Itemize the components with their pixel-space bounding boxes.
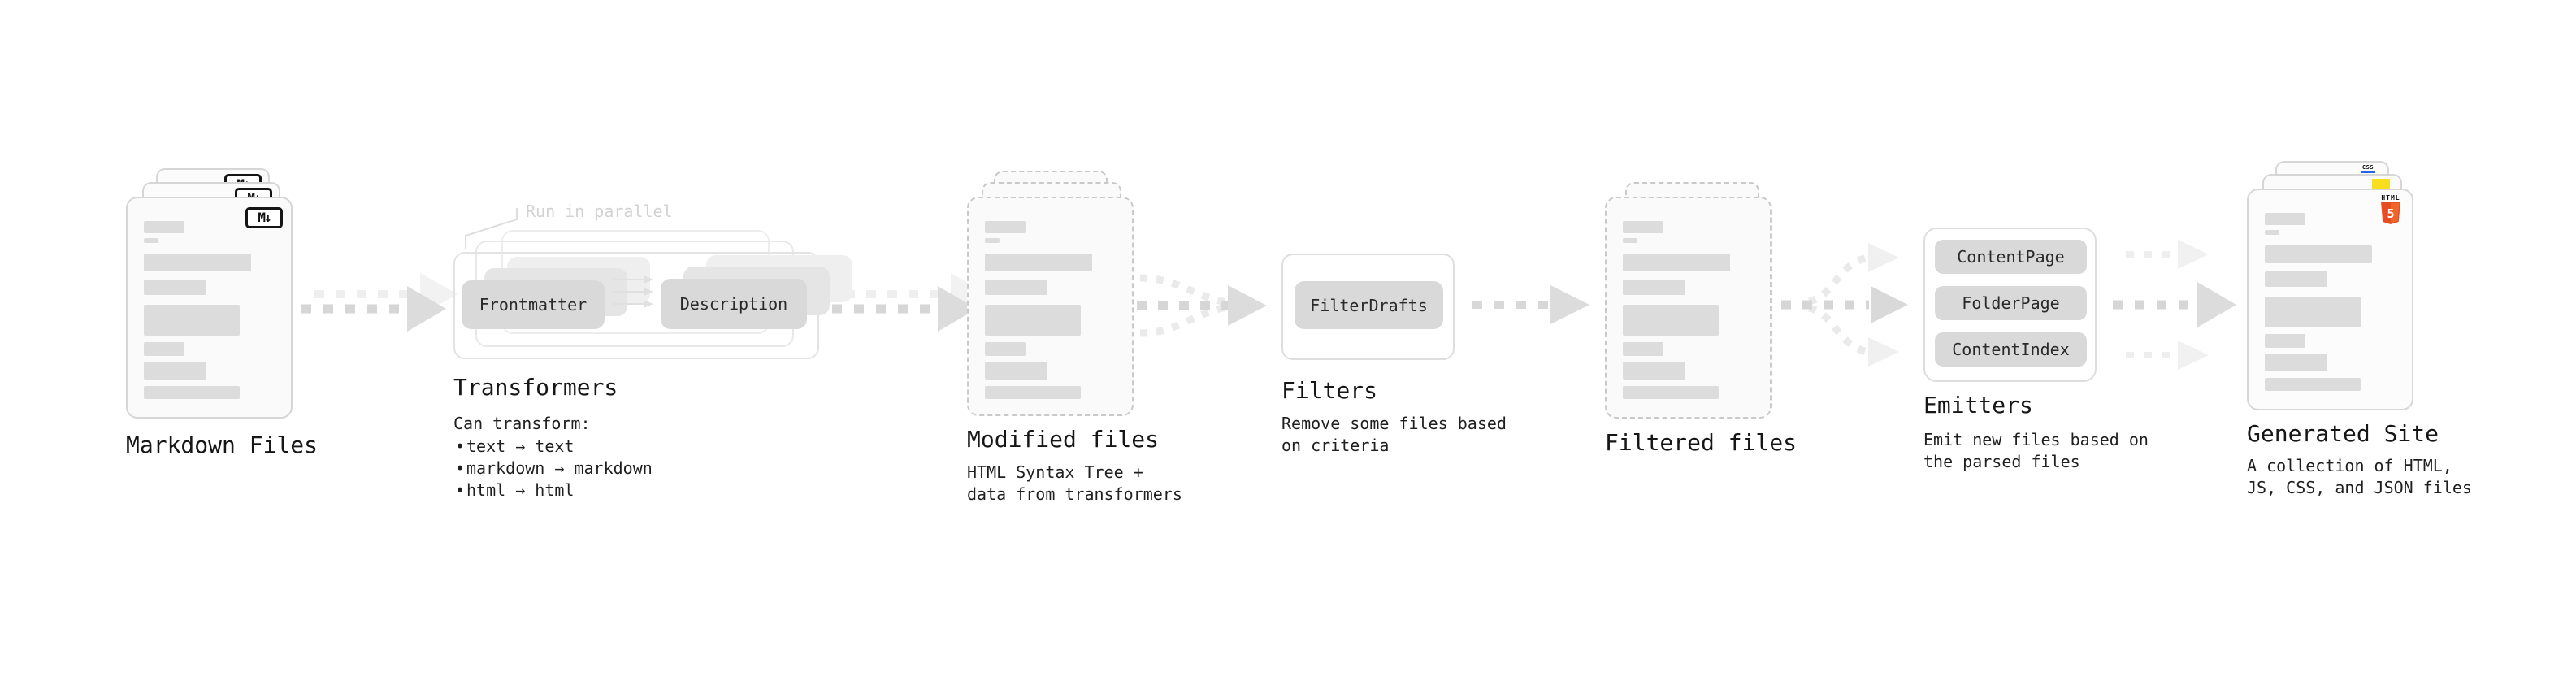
flow-arrow-markdown-to-transformers [301,273,458,332]
stage-label-filtered-files: Filtered files [1605,429,1798,456]
content-bar [1623,238,1637,243]
content-bar [144,238,158,243]
note-leader-line [465,208,518,249]
content-bar [2265,378,2361,391]
filters-desc: Remove some files based on criteria [1281,414,1507,455]
content-bar [144,362,207,380]
run-in-parallel-note: Run in parallel [526,202,673,221]
content-bar [985,254,1093,271]
stage-label-transformers: Transformers [453,374,618,401]
flow-arrow-modified-to-filters [1137,274,1267,337]
filters-panel: FilterDrafts [1281,254,1455,360]
frontmatter-pill: Frontmatter [462,280,605,329]
content-bar [1623,221,1663,233]
content-bar [1623,305,1719,336]
html5-icon: HTML 5 [2379,194,2402,228]
content-bar [1623,280,1686,295]
stage-label-markdown-files: Markdown Files [126,432,319,458]
transform-bullet: html → html [455,479,653,501]
filtered-file-card [1605,197,1772,419]
document-content-skeleton [985,221,1116,399]
content-bar [1623,386,1719,399]
content-bar [2265,354,2328,371]
content-bar [1623,362,1686,380]
css-icon: CSS [2360,164,2376,173]
content-bar [985,362,1048,380]
contentpage-pill: ContentPage [1935,240,2087,274]
content-bar [1623,342,1663,356]
content-bar [2265,271,2328,287]
stage-label-emitters: Emitters [1923,392,2033,419]
content-bar [144,280,207,295]
flow-arrow-emitters-to-site [2113,240,2236,370]
site-file-card-html: HTML 5 [2247,189,2413,410]
transformers-bullet-list: text → text markdown → markdown html → h… [455,436,653,501]
transform-bullet: text → text [455,436,653,458]
description-pill: Description [661,279,807,329]
content-bar [985,305,1081,336]
content-bar [985,238,1000,243]
content-bar [2265,213,2305,225]
content-bar [2265,297,2361,327]
content-bar [144,305,240,336]
content-bar [2265,334,2305,348]
svg-text:5: 5 [2387,206,2394,221]
transform-bullet: markdown → markdown [455,458,653,479]
parallel-mini-arrows [613,275,653,308]
transformers-desc-title: Can transform: [453,414,591,433]
emitters-panel: ContentPage FolderPage ContentIndex [1923,228,2097,382]
content-bar [2265,245,2373,263]
filterdrafts-pill: FilterDrafts [1295,281,1443,329]
modified-file-card [967,197,1134,416]
stage-label-filters: Filters [1281,377,1378,404]
flow-arrow-filters-to-filtered [1472,285,1589,324]
folderpage-pill: FolderPage [1935,286,2087,320]
content-bar [2265,230,2279,235]
content-bar [985,221,1026,233]
content-bar [144,221,184,233]
content-bar [985,280,1048,295]
flow-arrow-filtered-to-emitters [1781,243,1908,367]
stage-label-modified-files: Modified files [967,426,1160,453]
content-bar [985,386,1081,399]
document-content-skeleton [2265,213,2396,391]
generated-site-desc: A collection of HTML, JS, CSS, and JSON … [2247,456,2472,497]
content-bar [144,254,252,271]
document-content-skeleton [1623,221,1754,399]
markdown-file-card: M↓ [126,197,293,419]
content-bar [144,386,240,399]
content-bar [1623,254,1731,271]
content-bar [985,342,1026,356]
emitters-desc: Emit new files based on the parsed files [1923,430,2149,471]
modified-files-desc: HTML Syntax Tree + data from transformer… [967,462,1182,504]
stage-label-generated-site: Generated Site [2247,420,2439,447]
js-icon [2372,179,2390,189]
contentindex-pill: ContentIndex [1935,332,2087,367]
markdown-icon: M↓ [245,207,283,228]
content-bar [144,342,184,356]
document-content-skeleton [144,221,275,399]
